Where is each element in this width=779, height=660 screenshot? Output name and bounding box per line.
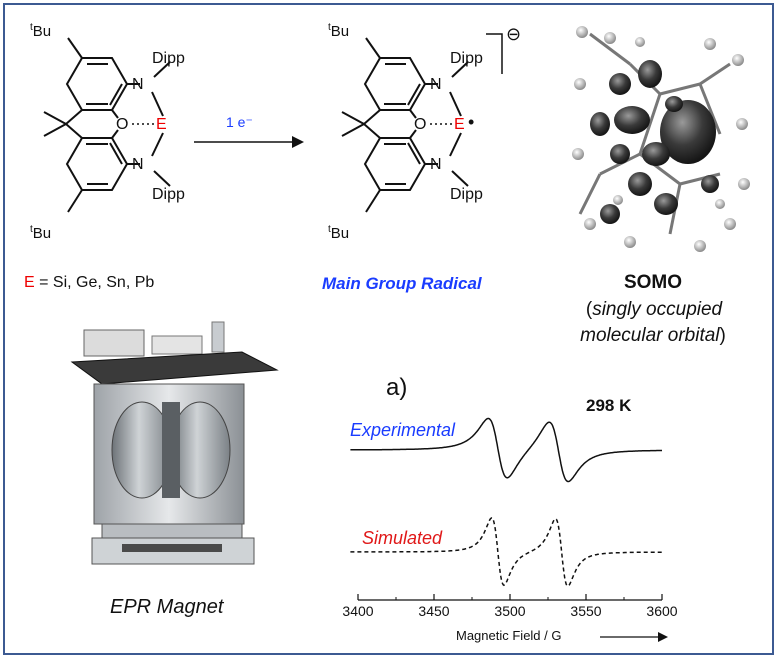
somo-subtitle-line1: (singly occupied: [585, 299, 723, 320]
anion-charge: ⊖: [506, 24, 522, 44]
x-tick-label-3450: 3450: [418, 603, 449, 619]
simulated-trace: [350, 517, 663, 587]
tbu-bottom-label: tBu: [30, 224, 52, 242]
main-group-radical-title: Main Group Radical: [322, 274, 482, 293]
somo-title: SOMO: [623, 272, 683, 293]
simulated-label: Simulated: [362, 528, 443, 548]
dipp-top-label: Dipp: [152, 50, 185, 67]
panel-label: a): [386, 374, 408, 401]
x-axis-title: Magnetic Field / G: [456, 628, 562, 643]
temperature-label: 298 K: [586, 396, 632, 415]
e-atom: E: [156, 116, 167, 133]
epr-magnet-caption: EPR Magnet: [110, 596, 224, 618]
n-atom-bottom: N: [132, 156, 144, 173]
product-n-atom-top: N: [430, 76, 442, 93]
product-n-atom-bottom: N: [430, 156, 442, 173]
tbu-top-label: tBu: [30, 22, 52, 40]
reactant-structure: [43, 37, 171, 213]
product-tbu-top-label: tBu: [328, 22, 350, 40]
product-o-atom: O: [414, 116, 427, 133]
reaction-arrow: [194, 136, 304, 148]
element-legend: E = Si, Ge, Sn, Pb: [24, 274, 155, 291]
field-direction-arrow: [600, 632, 668, 642]
product-dipp-bottom-label: Dipp: [450, 186, 483, 203]
radical-dot: •: [468, 112, 475, 132]
product-dipp-top-label: Dipp: [450, 50, 483, 67]
x-tick-label-3550: 3550: [570, 603, 601, 619]
x-tick-label-3400: 3400: [342, 603, 373, 619]
product-e-atom: E: [454, 116, 465, 133]
epr-magnet-image: [70, 321, 279, 565]
epr-spectrum-chart: 3400 3450 3500 3550 3600: [342, 417, 678, 619]
product-tbu-bottom-label: tBu: [328, 224, 350, 242]
o-atom: O: [116, 116, 129, 133]
experimental-trace: [350, 417, 662, 483]
arrow-label: 1 e⁻: [226, 114, 253, 130]
dipp-bottom-label: Dipp: [152, 186, 185, 203]
experimental-label: Experimental: [350, 420, 456, 440]
figure-frame: [3, 3, 774, 655]
somo-subtitle-line2: molecular orbital): [580, 325, 726, 346]
n-atom-top: N: [132, 76, 144, 93]
x-tick-label-3600: 3600: [646, 603, 677, 619]
x-tick-label-3500: 3500: [494, 603, 525, 619]
somo-orbital-image: [572, 26, 750, 252]
product-structure: [341, 33, 503, 213]
